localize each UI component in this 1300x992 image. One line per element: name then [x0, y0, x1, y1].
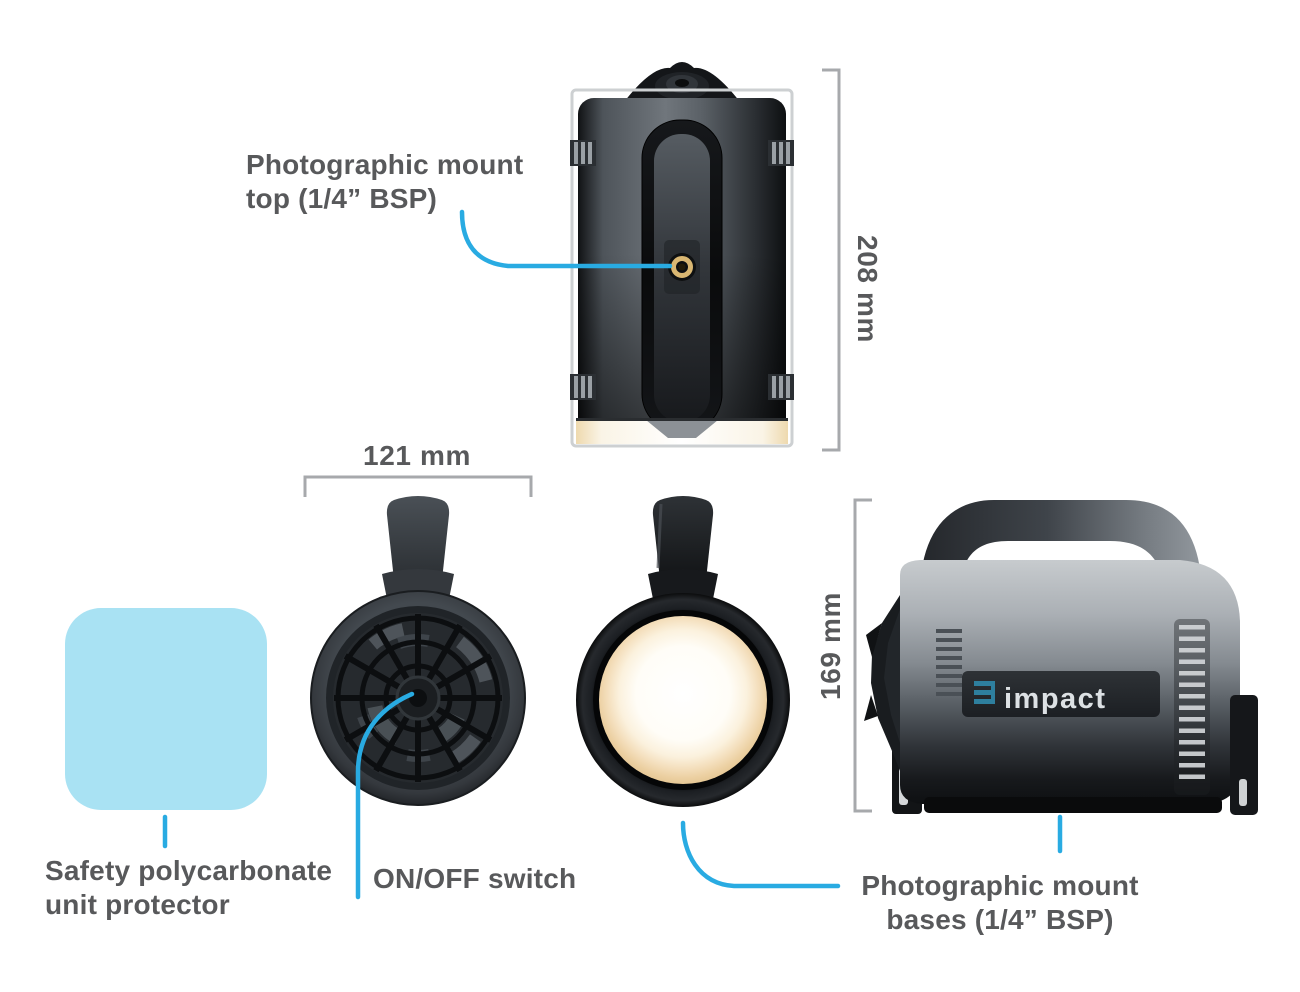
dimension-bracket-top-view-height: [822, 68, 841, 452]
side-view-illustration: impact: [864, 500, 1258, 815]
label-mount-top-line1: Photographic mount: [246, 149, 524, 180]
top-fan-knob: [624, 62, 740, 102]
label-mount-bases: Photographic mount bases (1/4” BSP): [861, 869, 1138, 937]
logo-text: impact: [1004, 683, 1106, 715]
side-logo-band: impact: [962, 671, 1160, 717]
logo-mark-icon: [974, 681, 995, 704]
dimension-label-rear-view-width: 121 mm: [363, 440, 471, 471]
side-right-vents: [1174, 619, 1210, 795]
callout-line-on-off: [355, 691, 415, 900]
top-side-tabs: [570, 140, 794, 400]
label-safety-protector-line2: unit protector: [45, 889, 230, 920]
top-mount-socket: [664, 240, 700, 294]
label-safety-protector: Safety polycarbonate unit protector: [45, 854, 332, 922]
top-lens-strip: [576, 418, 788, 444]
safety-protector-swatch: [65, 608, 267, 810]
rear-fan-view-illustration: [310, 496, 526, 806]
top-view-illustration: [570, 62, 794, 448]
front-lens: [599, 616, 767, 784]
label-on-off-switch: ON/OFF switch: [373, 863, 577, 894]
callout-line-mount-top: [459, 209, 673, 269]
side-rear-bracket: [1230, 695, 1258, 815]
label-safety-protector-line1: Safety polycarbonate: [45, 855, 333, 886]
side-lens-cone: [864, 595, 900, 771]
dimension-bracket-side-view-height: [853, 498, 872, 813]
label-mount-bases-line1: Photographic mount: [861, 870, 1139, 901]
callout-line-mount-bases-front: [680, 820, 841, 889]
side-left-vents: [936, 629, 962, 696]
label-mount-top: Photographic mount top (1/4” BSP): [246, 148, 523, 216]
side-carry-handle: [920, 500, 1202, 597]
dimension-label-side-view-height: 169 mm: [815, 592, 846, 700]
dimension-bracket-rear-view-width: [303, 475, 533, 497]
front-lens-view-illustration: [576, 496, 790, 807]
dimension-label-top-view-height: 208 mm: [852, 235, 883, 343]
label-mount-bases-line2: bases (1/4” BSP): [886, 904, 1114, 935]
label-mount-top-line2: top (1/4” BSP): [246, 183, 438, 214]
side-base: [924, 797, 1222, 813]
